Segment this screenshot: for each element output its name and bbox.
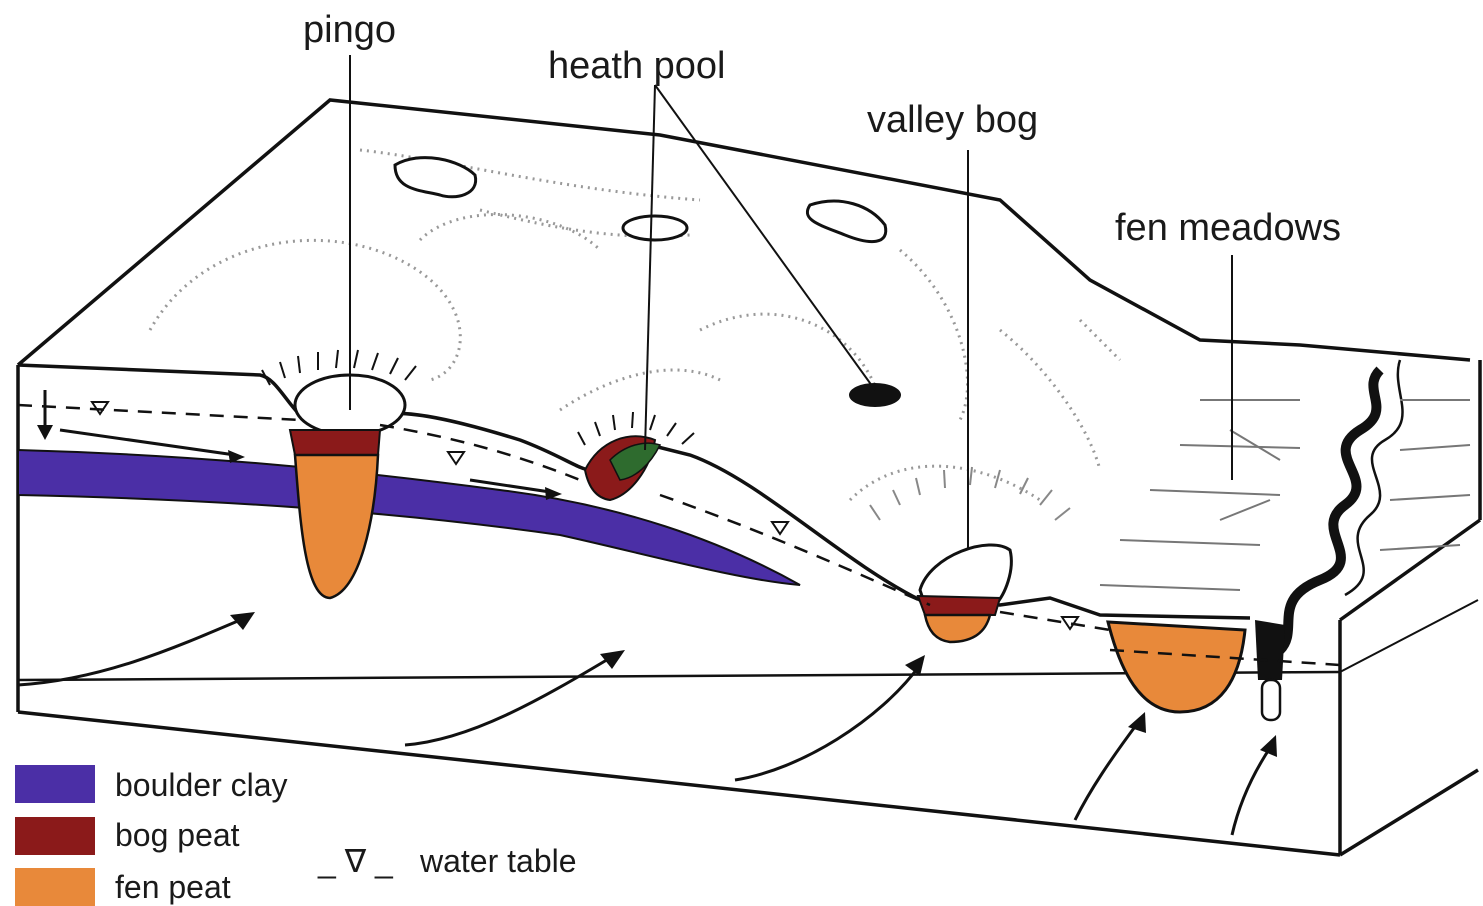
label-pingo: pingo	[303, 9, 396, 51]
river	[1280, 370, 1380, 650]
legend-swatch-boulder-clay	[15, 765, 95, 803]
label-heath-pool: heath pool	[548, 45, 726, 87]
fen-meadow-lines	[1100, 400, 1470, 590]
boulder-clay-layer	[18, 450, 800, 585]
legend-label-bog-peat: bog peat	[115, 817, 240, 853]
legend-label-fen-peat: fen peat	[115, 869, 231, 905]
label-valley-bog: valley bog	[867, 99, 1038, 141]
top-ponds	[395, 158, 886, 242]
fen-peat-basin	[1108, 622, 1245, 712]
legend: boulder clay bog peat fen peat _ ∇ _ wat…	[15, 765, 577, 906]
legend-water-table-label: water table	[419, 843, 577, 879]
legend-label-boulder-clay: boulder clay	[115, 767, 288, 803]
heath-pool-section	[578, 412, 694, 500]
legend-swatch-fen-peat	[15, 868, 95, 906]
label-fen-meadows: fen meadows	[1115, 207, 1341, 249]
legend-water-table-symbol: _ ∇ _	[317, 843, 394, 879]
spring-column	[1255, 620, 1285, 720]
legend-swatch-bog-peat	[15, 817, 95, 855]
dark-heath-pool	[849, 383, 901, 407]
valley-bog	[870, 467, 1070, 642]
label-leaders	[350, 55, 1232, 550]
